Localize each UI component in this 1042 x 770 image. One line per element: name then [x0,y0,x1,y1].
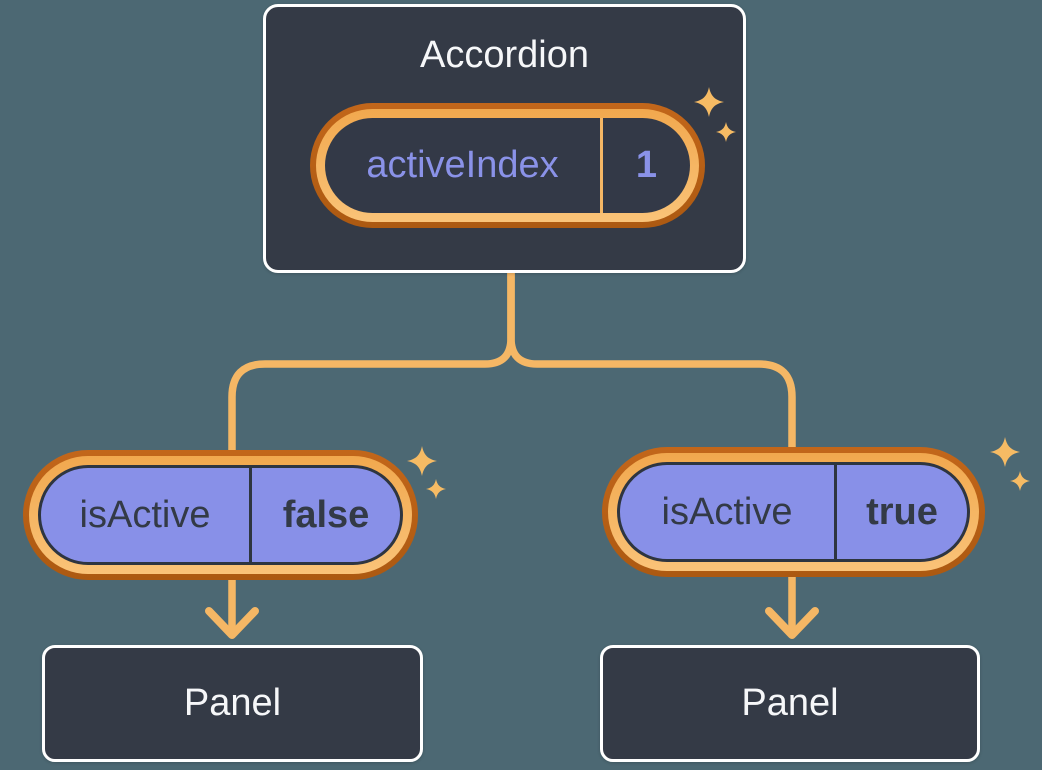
prop-pill-left-highlight-ring: isActive false [29,456,412,574]
sparkle-icon [407,446,437,476]
prop-value-left: false [249,468,400,562]
state-name: activeIndex [366,144,559,186]
sparkle-icon [716,122,736,142]
panel-node-right: Panel [600,645,980,762]
sparkle-icon [426,479,446,499]
arrow-down-icon-right [765,607,819,639]
state-pill-body: activeIndex 1 [325,118,690,213]
sparkle-icon [694,87,724,117]
sparkle-icon [990,437,1020,467]
state-value: 1 [600,118,690,213]
connector-right-branch [507,268,796,638]
sparkle-icon [1010,471,1030,491]
prop-pill-right: isActive true [602,447,985,577]
prop-pill-left-body: isActive false [38,465,403,565]
panel-node-left: Panel [42,645,423,762]
state-pill-highlight-ring: activeIndex 1 [316,109,699,222]
prop-value-right: true [834,465,967,559]
prop-pill-right-body: isActive true [617,462,970,562]
accordion-node: Accordion activeIndex 1 [263,4,746,273]
accordion-title: Accordion [420,34,589,76]
prop-name-right: isActive [661,490,793,533]
prop-pill-left: isActive false [23,450,418,580]
prop-pill-right-highlight-ring: isActive true [608,453,979,571]
state-pill: activeIndex 1 [310,103,705,228]
prop-name-left: isActive [79,493,211,536]
arrow-down-icon-left [205,607,259,639]
